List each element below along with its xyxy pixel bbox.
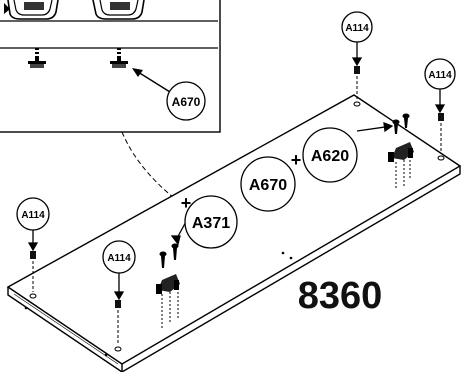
detail-inset: [0, 0, 221, 133]
leveler-foot-left: [28, 48, 46, 68]
plus-sign: +: [181, 193, 192, 213]
callout-a620: A620: [302, 127, 358, 183]
callout-label: A114: [21, 210, 45, 221]
dowel-right-far: [438, 113, 444, 154]
dowel-front: [115, 300, 121, 345]
callout-a114-left: A114: [16, 197, 50, 231]
callout-label: A670: [249, 177, 287, 194]
callout-label: A114: [345, 23, 369, 34]
screw-right-1: [392, 119, 400, 134]
callout-label: A114: [428, 70, 452, 81]
screw-left-1: [159, 251, 167, 268]
callout-a114-right: A114: [424, 58, 456, 90]
plus-sign: +: [291, 150, 302, 170]
dowel-left: [30, 251, 36, 292]
callout-label: A114: [107, 253, 131, 264]
part-number: 8360: [298, 275, 383, 317]
callout-label: A371: [192, 215, 230, 232]
callout-a114-top: A114: [341, 11, 373, 43]
dowel-right-top: [354, 66, 360, 100]
callout-a670-inset: A670: [166, 81, 206, 121]
callout-leaders: [27, 41, 446, 301]
leveler-top-left: [4, 0, 59, 20]
leveler-foot-right: [110, 48, 128, 68]
clip-left: [156, 274, 180, 328]
callout-label: A620: [311, 148, 349, 165]
callout-label: A670: [172, 95, 201, 109]
callout-a670: A670: [240, 156, 296, 212]
leveler-top-right: [92, 0, 145, 20]
clip-right: [388, 142, 414, 190]
callout-a371: A371: [184, 195, 238, 249]
callout-a114-front: A114: [102, 240, 136, 274]
screw-right-2: [402, 113, 410, 128]
screw-left-2: [171, 243, 179, 260]
